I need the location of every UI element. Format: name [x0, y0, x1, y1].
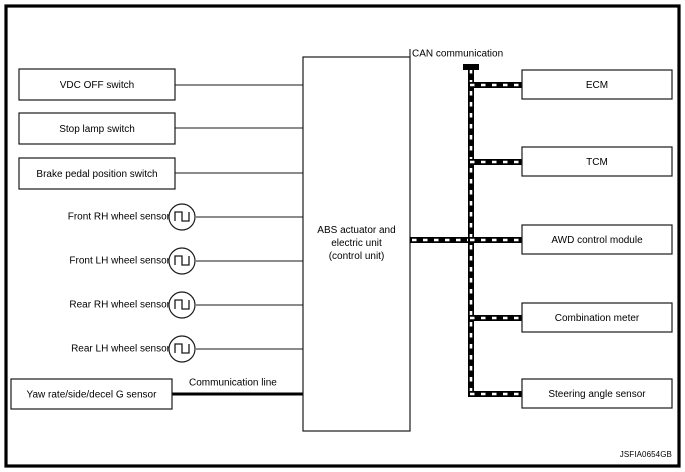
combination-meter-label: Combination meter — [555, 313, 640, 324]
wheel-sensor-rear-lh[interactable]: Rear LH wheel sensor — [71, 335, 196, 363]
square-wave-icon — [174, 211, 190, 222]
rear-lh-wheel-sensor-label: Rear LH wheel sensor — [71, 344, 171, 355]
front-lh-wheel-sensor-label: Front LH wheel sensor — [69, 256, 170, 267]
stop-lamp-switch-label: Stop lamp switch — [59, 124, 135, 135]
stop-lamp-switch-rect[interactable] — [18, 112, 176, 145]
brake-pedal-position-switch-rect[interactable] — [18, 157, 176, 190]
switch-box-vdc-off-switch[interactable]: VDC OFF switch — [18, 68, 176, 101]
square-wave-icon — [174, 343, 190, 354]
input-signal-lines — [175, 84, 303, 350]
abs-actuator-rect[interactable] — [302, 56, 411, 432]
vdc-off-switch-label: VDC OFF switch — [60, 80, 134, 91]
awd-control-module-rect[interactable] — [521, 224, 673, 255]
tcm-module-label: TCM — [586, 157, 608, 168]
can-communication-annotation: CAN communication — [412, 49, 503, 60]
awd-control-module-label: AWD control module — [551, 235, 643, 246]
wheel-sensor-front-rh[interactable]: Front RH wheel sensor — [68, 203, 196, 231]
ecm-module-label: ECM — [586, 80, 608, 91]
steering-angle-sensor-label: Steering angle sensor — [548, 389, 646, 400]
steering-angle-sensor-rect[interactable] — [521, 378, 673, 409]
yaw-rate-side-decel-g-sensor-label: Yaw rate/side/decel G sensor — [27, 390, 158, 401]
switch-box-brake-pedal-position-switch[interactable]: Brake pedal position switch — [18, 157, 176, 190]
can-node-awd-control-module[interactable]: AWD control module — [521, 224, 673, 255]
wheel-sensor-front-lh[interactable]: Front LH wheel sensor — [69, 247, 196, 275]
can-node-tcm[interactable]: TCM — [521, 146, 673, 177]
communication-line-annotation: Communication line — [189, 378, 277, 389]
rear-rh-wheel-sensor-label: Rear RH wheel sensor — [69, 300, 170, 311]
abs-actuator-and-electric-unit[interactable]: ABS actuator and electric unit (control … — [302, 56, 411, 432]
can-node-steering-angle-sensor[interactable]: Steering angle sensor — [521, 378, 673, 409]
combination-meter-rect[interactable] — [521, 302, 673, 333]
front-rh-wheel-sensor-label: Front RH wheel sensor — [68, 212, 171, 223]
yaw-rate-side-decel-g-sensor-rect[interactable] — [10, 378, 173, 410]
figure-code: JSFIA0654GB — [620, 450, 672, 459]
square-wave-icon — [174, 299, 190, 310]
abs-actuator-label-line1: ABS actuator and — [317, 225, 395, 236]
brake-pedal-position-switch-label: Brake pedal position switch — [36, 169, 157, 180]
tcm-module-rect[interactable] — [521, 146, 673, 177]
abs-actuator-label-line2: electric unit — [331, 238, 382, 249]
g-sensor-box[interactable]: Yaw rate/side/decel G sensor — [10, 378, 173, 410]
abs-actuator-label-line3: (control unit) — [329, 251, 385, 262]
can-node-combination-meter[interactable]: Combination meter — [521, 302, 673, 333]
wheel-sensor-rear-rh[interactable]: Rear RH wheel sensor — [69, 291, 196, 319]
vdc-off-switch-rect[interactable] — [18, 68, 176, 101]
ecm-module-rect[interactable] — [521, 69, 673, 100]
can-node-ecm[interactable]: ECM — [521, 69, 673, 100]
diagram-border — [4, 4, 681, 468]
switch-box-stop-lamp-switch[interactable]: Stop lamp switch — [18, 112, 176, 145]
square-wave-icon — [174, 255, 190, 266]
